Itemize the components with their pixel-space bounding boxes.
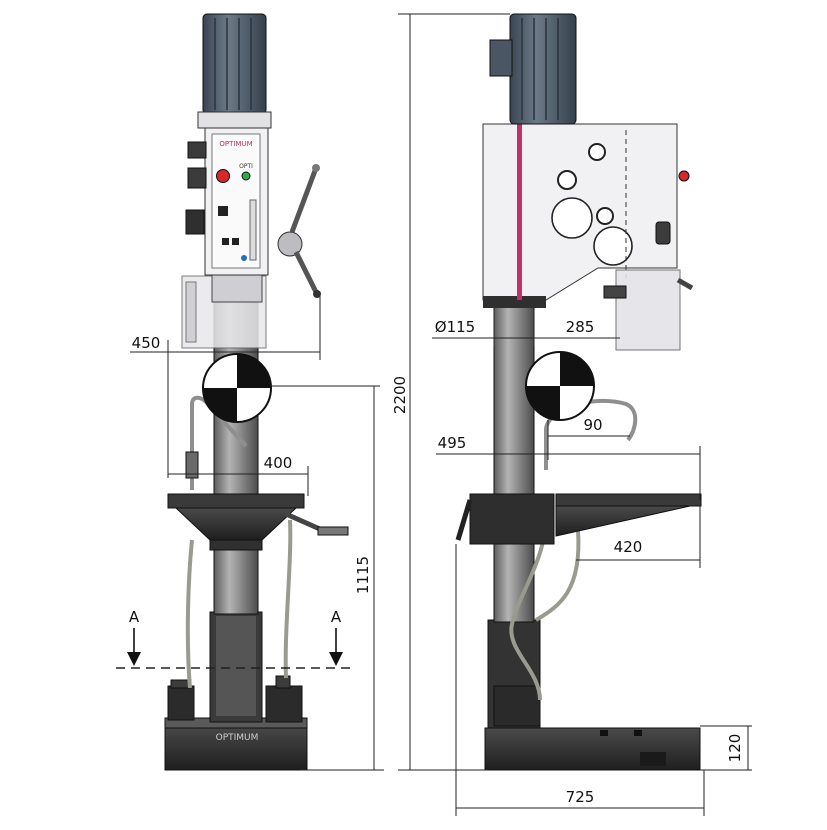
stop-button[interactable] <box>216 169 230 183</box>
front-motor <box>197 13 272 129</box>
dim-total-height: 2200 <box>391 376 409 414</box>
side-view <box>455 13 702 771</box>
side-emergency-stop[interactable] <box>678 170 690 182</box>
head-model-text: OPTI <box>239 163 253 170</box>
dim-column-diameter: Ø115 <box>435 318 475 336</box>
dim-table-height: 1115 <box>354 556 372 594</box>
front-base: OPTIMUM <box>164 717 308 771</box>
side-head <box>482 123 690 308</box>
dim-base-length: 725 <box>566 788 595 806</box>
base-logo-text: OPTIMUM <box>216 733 259 743</box>
spindle-selector-switch[interactable] <box>218 206 228 216</box>
side-motor <box>489 13 577 125</box>
start-button[interactable] <box>241 171 251 181</box>
coolant-hose-left <box>185 539 194 689</box>
side-head-stripe <box>517 124 522 300</box>
dim-head-width: 450 <box>132 334 161 352</box>
feed-handles[interactable] <box>277 164 321 298</box>
center-of-gravity-front <box>202 353 272 423</box>
coolant-tank-right <box>265 675 303 723</box>
side-chuck-guard <box>615 269 681 351</box>
dim-table-depth: 495 <box>438 434 467 452</box>
head-logo-text: OPTIMUM <box>219 140 252 148</box>
front-view: OPTIMUM <box>116 13 354 771</box>
coolant-pump-left <box>167 679 195 721</box>
dim-base-height: 120 <box>726 734 744 763</box>
center-of-gravity-side <box>525 351 595 421</box>
side-column <box>493 305 535 623</box>
side-table <box>455 493 702 545</box>
section-label-left: A <box>129 608 140 626</box>
coolant-hose-right <box>283 519 293 679</box>
side-base <box>484 727 701 771</box>
dim-table-arm: 420 <box>614 538 643 556</box>
section-label-right: A <box>331 608 342 626</box>
dim-spindle-column: 285 <box>566 318 595 336</box>
dim-table-reach: 400 <box>264 454 293 472</box>
dimension-lines: 450 400 2200 1115 Ø115 285 495 90 420 <box>130 13 752 816</box>
dim-spindle-travel: 90 <box>583 416 602 434</box>
front-head: OPTIMUM OPTI <box>185 126 269 276</box>
front-table <box>167 493 349 551</box>
section-line-a-a: A A <box>116 608 354 669</box>
